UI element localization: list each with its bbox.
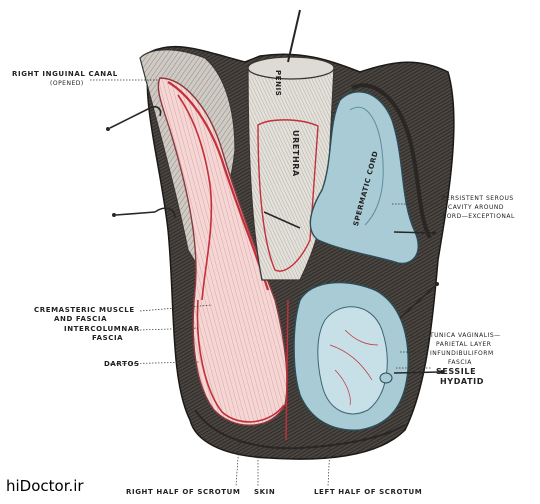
label-intercolumnar-1: INTERCOLUMNAR [64, 325, 140, 333]
dartos-edge [196, 299, 285, 423]
label-penis: PENIS [274, 70, 282, 97]
right-scrotal-half [157, 77, 288, 426]
pins [109, 105, 441, 374]
label-persistent-serous-3: CORD—EXCEPTIONAL [442, 213, 515, 220]
label-hydatid: HYDATID [440, 377, 484, 386]
label-sessile: SESSILE [436, 367, 477, 376]
testis-vessels [329, 329, 379, 406]
label-persistent-serous-2: CAVITY AROUND [448, 204, 505, 211]
scrotum-base [194, 409, 406, 450]
label-dartos: DARTOS [104, 360, 140, 368]
testis [317, 306, 388, 415]
label-cremasteric-1: CREMASTERIC MUSCLE [34, 306, 135, 314]
label-urethra: URETHRA [291, 130, 300, 177]
label-left-half-scrotum: LEFT HALF OF SCROTUM [314, 488, 423, 496]
label-infundibuliform-2: FASCIA [448, 359, 472, 366]
sessile-hydatid [379, 372, 393, 384]
label-cremasteric-2: AND FASCIA [54, 315, 108, 323]
pin-top [287, 9, 301, 63]
spermatic-cord-cavity [309, 91, 419, 265]
label-infundibuliform-1: INFUNDIBULIFORM [430, 350, 494, 357]
watermark-text: hiDoctor.ir [6, 477, 84, 495]
label-intercolumnar-2: FASCIA [92, 334, 124, 342]
label-parietal-layer: PARIETAL LAYER [436, 341, 492, 348]
cremasteric-edge-2 [177, 94, 213, 301]
label-right-inguinal-canal: RIGHT INGUINAL CANAL [12, 70, 118, 78]
septum-line [285, 299, 289, 441]
label-skin: SKIN [254, 488, 276, 496]
label-persistent-serous-1: PERSISTENT SEROUS [442, 195, 514, 202]
pin-heads [106, 127, 444, 374]
label-tunica-vaginalis: TUNICA VAGINALIS— [430, 332, 501, 339]
cord-inner [349, 106, 384, 226]
cord-rim [351, 83, 432, 239]
leader-lines [90, 79, 438, 487]
penis-tip [247, 56, 335, 80]
cremasteric-edge [167, 81, 270, 291]
urethra-outline [257, 119, 319, 272]
label-right-half-scrotum: RIGHT HALF OF SCROTUM [126, 488, 241, 496]
label-opened: (OPENED) [50, 80, 84, 87]
